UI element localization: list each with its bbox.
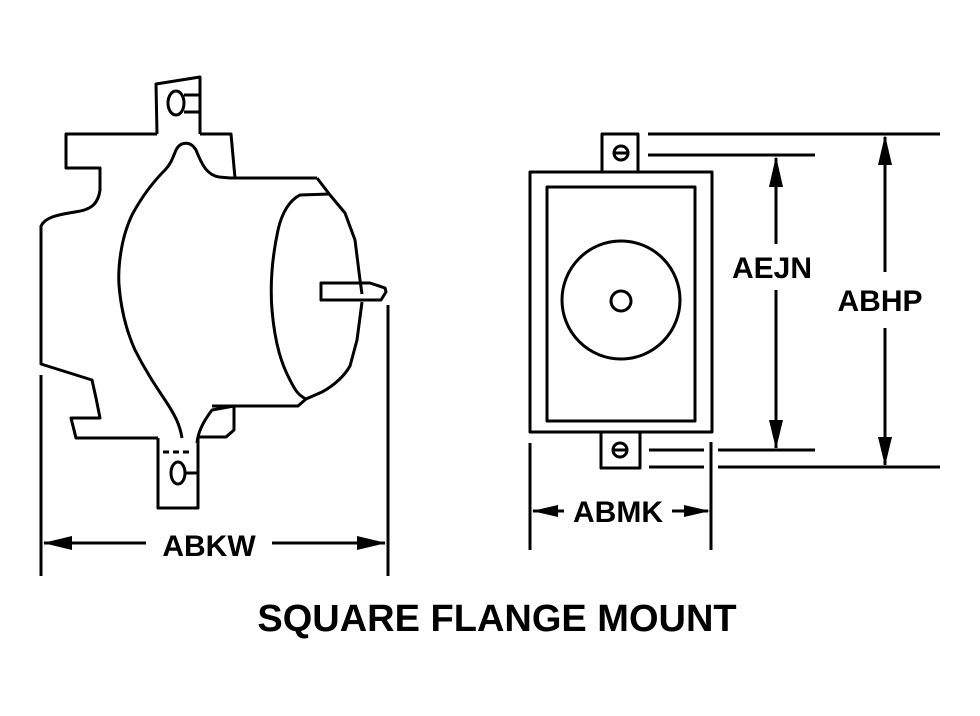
aejn-label: AEJN [732,252,812,285]
dimension-aejn: AEJN [732,156,812,449]
front-shaft-circle [609,289,633,313]
side-shaft [319,281,388,302]
side-flange-lower-lip [195,404,236,444]
side-bottom-tab-hole [169,460,187,486]
abhp-label: ABHP [837,285,922,318]
dimension-abmk: ABMK [528,442,713,550]
abkw-arrow-left [43,536,72,550]
front-bottom-tab [599,430,642,470]
side-view [39,75,388,510]
abhp-arrow-up [878,135,892,165]
abkw-arrow-right [357,536,386,550]
side-top-tab [154,75,202,135]
side-barrel-top-bump [174,141,317,180]
aejn-arrow-down [769,420,783,449]
diagram-title: SQUARE FLANGE MOUNT [257,598,736,640]
dimension-abkw: ABKW [39,305,390,576]
side-barrel-bulge [117,149,184,439]
side-barrel-end-face [269,192,331,401]
front-view [528,132,714,470]
abmk-label: ABMK [573,496,663,529]
front-inner-face [545,185,697,423]
dimension-abhp: ABHP [837,135,923,466]
aejn-arrow-up [769,156,783,187]
abhp-arrow-down [878,437,892,466]
front-barrel-circle [560,239,682,361]
abmk-arrow-left [532,505,558,517]
side-top-tab-hole [166,89,186,117]
front-outer-flange [528,170,714,434]
side-flange-outline [39,132,237,440]
abkw-label: ABKW [162,530,256,563]
height-extension-lines [648,132,940,469]
abmk-arrow-right [684,505,710,517]
